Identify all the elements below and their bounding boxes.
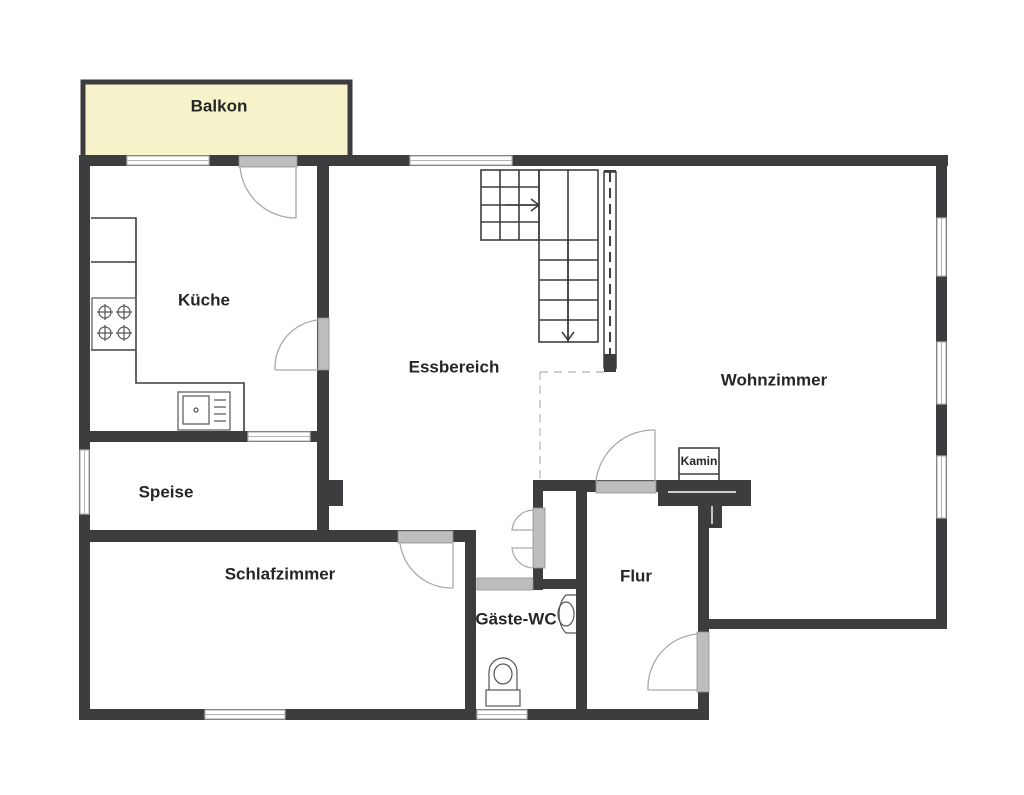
washbasin-icon [557,594,576,634]
fireplace-label: Kamin [681,454,718,468]
balcony-area [80,79,353,161]
room-label-speise: Speise [139,482,194,501]
room-label-gaeste-wc: Gäste-WC [475,609,556,628]
windows [79,155,947,720]
toilet-icon [485,657,521,707]
doors [238,155,710,693]
room-label-balkon: Balkon [191,96,248,115]
room-label-schlafzimmer: Schlafzimmer [225,564,336,583]
sink-icon [177,391,231,431]
kitchen-counter [91,217,245,431]
stair-boundary [539,172,611,478]
stove-icon [91,297,137,351]
room-label-wohnzimmer: Wohnzimmer [721,370,828,389]
stairs-icon [480,169,599,343]
fireplace-icon [668,447,736,524]
room-label-essbereich: Essbereich [409,357,500,376]
room-label-kueche: Küche [178,290,230,309]
room-label-flur: Flur [620,566,652,585]
